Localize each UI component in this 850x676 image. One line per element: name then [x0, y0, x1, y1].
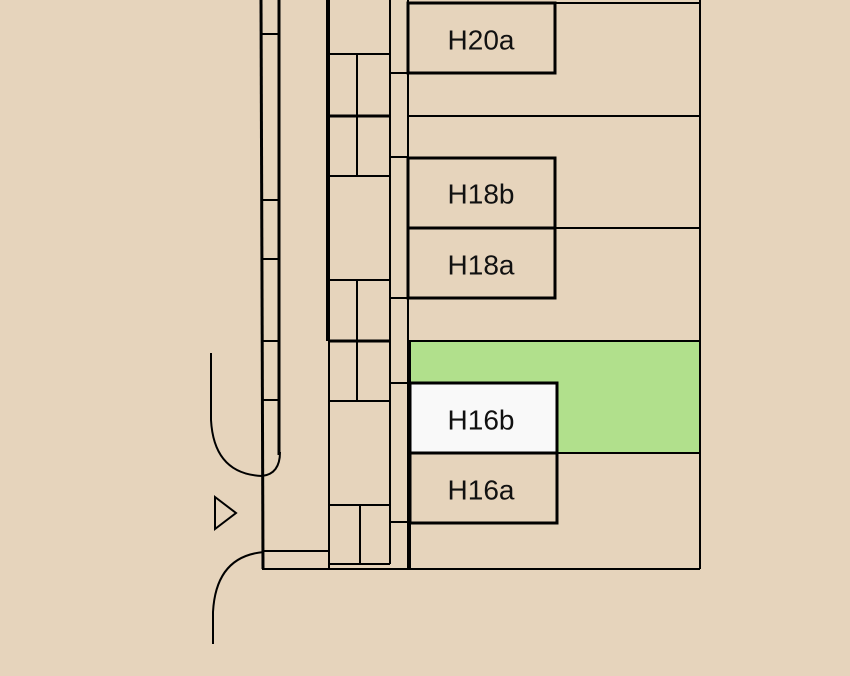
path-curve-bottom: [212, 551, 265, 644]
room-H18a[interactable]: H18a: [406, 226, 557, 300]
corridor-strip: [259, 0, 281, 570]
room-H16b[interactable]: H16b: [408, 381, 559, 455]
room-H20a[interactable]: H20a: [406, 1, 557, 75]
room-H18b[interactable]: H18b: [406, 156, 557, 230]
room-label: H16b: [448, 405, 515, 436]
path-curve-top: [210, 353, 281, 478]
room-label: H20a: [448, 25, 515, 56]
room-label: H18a: [448, 250, 515, 281]
room-label: H18b: [448, 179, 515, 210]
entrance-arrow-icon: [214, 494, 238, 532]
building-walls: [262, 0, 701, 570]
room-dividers: [408, 2, 700, 569]
room-H16a[interactable]: H16a: [408, 451, 559, 525]
room-label: H16a: [448, 475, 515, 506]
